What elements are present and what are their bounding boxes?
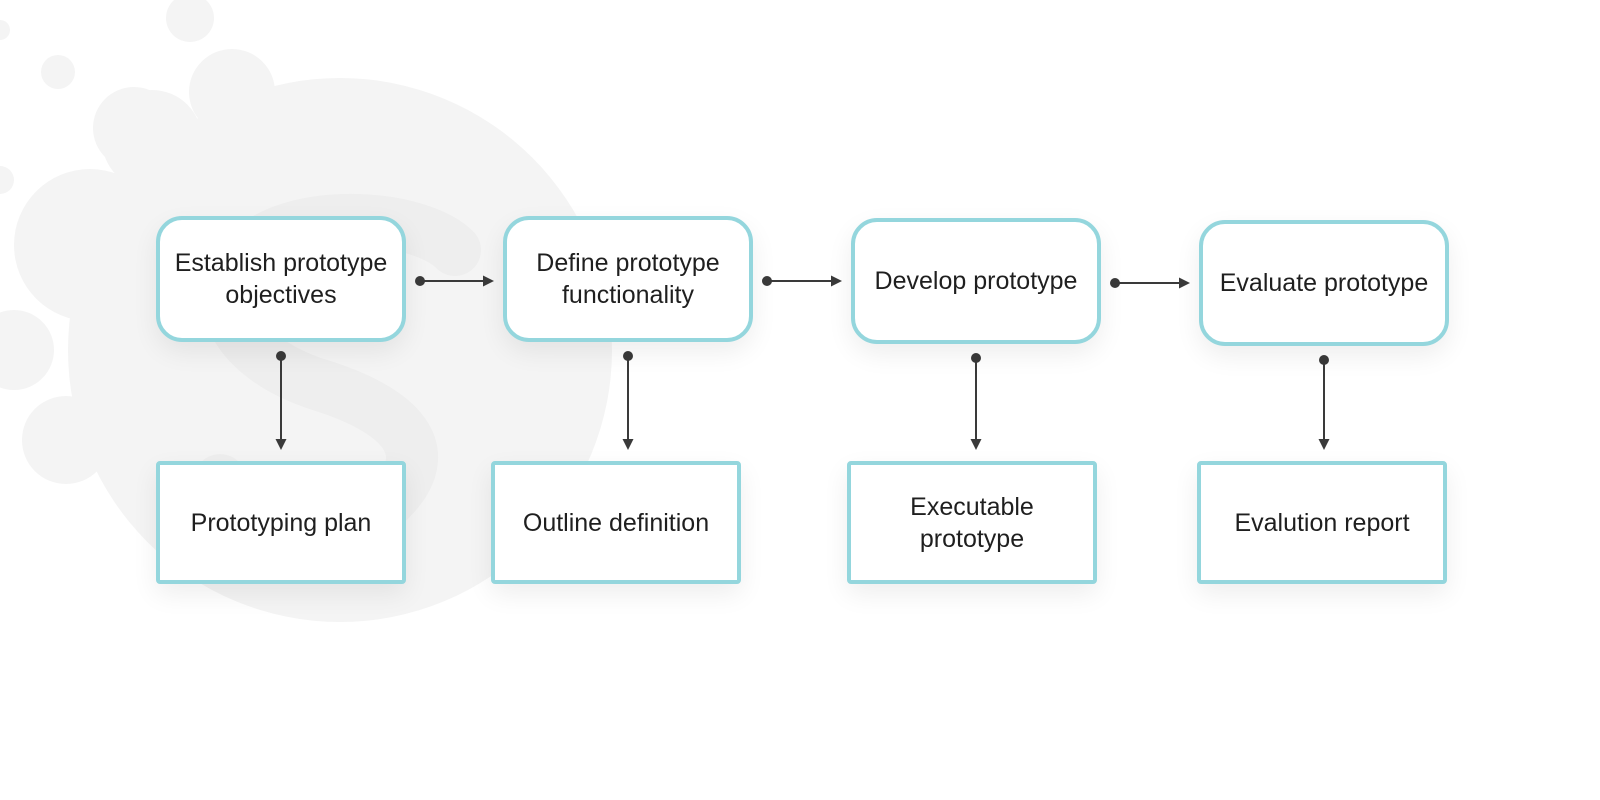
output-3-label: Executable prototype — [910, 492, 1034, 553]
connector-start-dot-1 — [415, 276, 425, 286]
connector-start-dot-2 — [762, 276, 772, 286]
connector-start-dot-4 — [276, 351, 286, 361]
step-2-box: Define prototype functionality — [503, 216, 753, 342]
output-2-box: Outline definition — [491, 461, 741, 584]
connector-start-dot-5 — [623, 351, 633, 361]
output-4-label: Evalution report — [1234, 508, 1410, 537]
step-3-box: Develop prototype — [851, 218, 1101, 344]
output-4-box: Evalution report — [1197, 461, 1447, 584]
output-3-box: Executable prototype — [847, 461, 1097, 584]
step-1-label: Establish prototype objectives — [174, 249, 388, 309]
step-2-label: Define prototype functionality — [536, 249, 720, 309]
connector-start-dot-3 — [1110, 278, 1120, 288]
arrow-head-icon-2 — [831, 275, 842, 287]
step-4-box: Evaluate prototype — [1199, 220, 1449, 346]
step-4-label: Evaluate prototype — [1219, 269, 1429, 297]
output-2-label: Outline definition — [522, 508, 710, 537]
connector-start-dot-7 — [1319, 355, 1329, 365]
output-1-box: Prototyping plan — [156, 461, 406, 584]
step-3-label: Develop prototype — [874, 267, 1078, 295]
output-1-label: Prototyping plan — [190, 508, 372, 537]
arrow-head-icon-5 — [622, 439, 634, 450]
arrow-head-icon-3 — [1179, 277, 1190, 289]
step-1-box: Establish prototype objectives — [156, 216, 406, 342]
arrow-head-icon-7 — [1318, 439, 1330, 450]
arrow-head-icon-6 — [970, 439, 982, 450]
arrow-head-icon-1 — [483, 275, 494, 287]
connector-start-dot-6 — [971, 353, 981, 363]
arrow-head-icon-4 — [275, 439, 287, 450]
